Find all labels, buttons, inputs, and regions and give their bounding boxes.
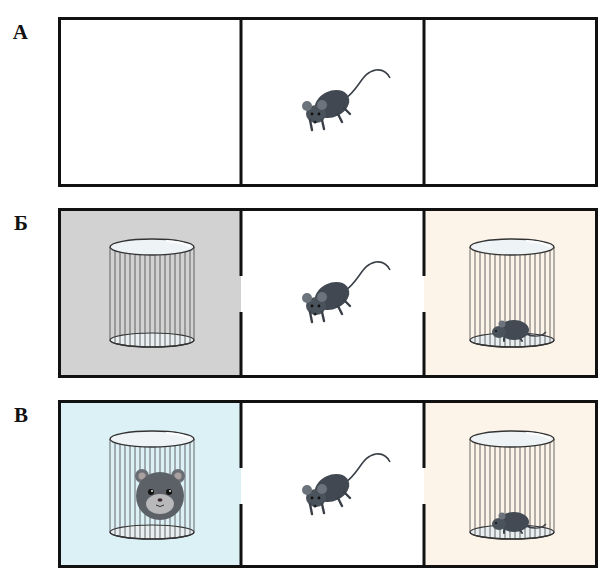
chamber-wall xyxy=(423,504,426,568)
row-label: Б xyxy=(14,213,28,234)
caged-mouse xyxy=(492,512,546,533)
chamber-wall xyxy=(240,17,243,187)
cage xyxy=(470,431,554,539)
chamber-floor xyxy=(424,400,598,568)
row-label: А xyxy=(13,22,28,43)
condition-panel: А xyxy=(58,17,598,187)
chamber-wall xyxy=(240,400,243,468)
chamber-floor xyxy=(241,208,424,378)
condition-panel: Б xyxy=(58,208,598,378)
chamber-wall xyxy=(423,208,426,276)
caged-mouse xyxy=(492,320,546,341)
mouse xyxy=(302,454,390,514)
chamber-wall xyxy=(423,17,426,187)
empty-cage xyxy=(110,239,194,347)
cage xyxy=(470,239,554,347)
hamster xyxy=(135,469,185,520)
condition-panel: В xyxy=(58,400,598,568)
chamber-floor xyxy=(58,400,241,568)
chamber-wall xyxy=(240,208,243,276)
chamber-wall xyxy=(240,312,243,378)
chamber-wall xyxy=(423,400,426,468)
row-label: В xyxy=(14,405,28,426)
mouse xyxy=(302,70,390,130)
cage xyxy=(110,431,194,539)
chamber-floor xyxy=(241,400,424,568)
chamber-wall xyxy=(240,504,243,568)
chamber-floor xyxy=(58,208,241,378)
chamber-floor xyxy=(58,17,598,187)
chamber-wall xyxy=(423,312,426,378)
mouse xyxy=(302,262,390,322)
chamber-floor xyxy=(424,208,598,378)
